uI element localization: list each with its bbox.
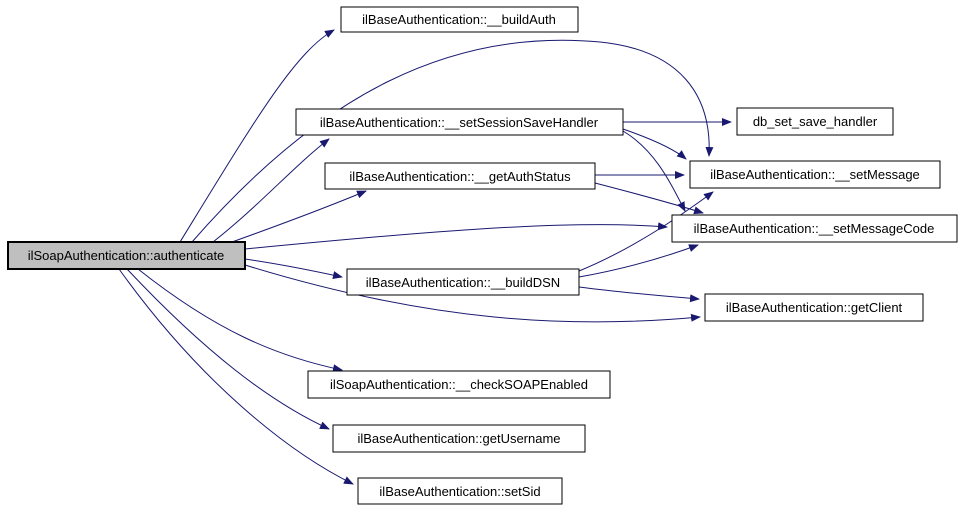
node-box-buildAuth[interactable] — [340, 6, 579, 33]
node-label-buildDSN: ilBaseAuthentication::__buildDSN — [366, 275, 560, 290]
node-box-db_set_save_handler[interactable] — [736, 107, 894, 136]
edge-authenticate-getUsername — [126, 268, 330, 430]
node-buildAuth[interactable]: ilBaseAuthentication::__buildAuth — [340, 6, 579, 33]
edge-buildDSN-setMessageCode — [578, 244, 699, 278]
node-box-setMessage[interactable] — [689, 160, 941, 189]
node-label-setMessageCode: ilBaseAuthentication::__setMessageCode — [694, 221, 935, 236]
node-box-buildDSN[interactable] — [346, 268, 580, 296]
node-box-setSid[interactable] — [357, 477, 563, 505]
node-label-getUsername: ilBaseAuthentication::getUsername — [357, 431, 560, 446]
node-label-setSessionSaveHandler: ilBaseAuthentication::__setSessionSaveHa… — [320, 115, 599, 130]
edge-authenticate-setSessionSaveHandler — [212, 138, 330, 243]
edge-authenticate-setSid — [118, 268, 354, 485]
node-getClient[interactable]: ilBaseAuthentication::getClient — [704, 293, 924, 322]
edge-authenticate-checkSOAPEnabled — [137, 268, 343, 373]
node-label-db_set_save_handler: db_set_save_handler — [753, 114, 878, 129]
node-buildDSN[interactable]: ilBaseAuthentication::__buildDSN — [346, 268, 580, 296]
edge-setSessionSaveHandler-setMessageCode — [622, 130, 686, 212]
edge-setSessionSaveHandler-setMessage — [622, 128, 687, 160]
node-box-setMessageCode[interactable] — [671, 214, 958, 243]
edge-authenticate-getAuthStatus — [231, 190, 367, 243]
node-label-setSid: ilBaseAuthentication::setSid — [379, 484, 540, 499]
edge-getAuthStatus-setMessageCode — [594, 182, 704, 215]
edge-authenticate-buildDSN — [244, 258, 343, 279]
edge-authenticate-getClient — [244, 264, 701, 323]
node-setSessionSaveHandler[interactable]: ilBaseAuthentication::__setSessionSaveHa… — [295, 108, 624, 136]
node-label-getAuthStatus: ilBaseAuthentication::__getAuthStatus — [349, 169, 571, 184]
node-box-getUsername[interactable] — [332, 424, 586, 453]
edge-authenticate-setMessage — [191, 39, 714, 243]
node-authenticate: ilSoapAuthentication::authenticate — [7, 241, 246, 270]
node-label-setMessage: ilBaseAuthentication::__setMessage — [710, 167, 920, 182]
node-label-buildAuth: ilBaseAuthentication::__buildAuth — [362, 12, 556, 27]
node-box-setSessionSaveHandler[interactable] — [295, 108, 624, 136]
edge-authenticate-buildAuth — [179, 29, 335, 243]
node-checkSOAPEnabled[interactable]: ilSoapAuthentication::__checkSOAPEnabled — [307, 370, 611, 399]
edge-buildDSN-getClient — [578, 286, 700, 303]
node-box-getClient[interactable] — [704, 293, 924, 322]
node-db_set_save_handler[interactable]: db_set_save_handler — [736, 107, 894, 136]
node-setMessage[interactable]: ilBaseAuthentication::__setMessage — [689, 160, 941, 189]
node-label-checkSOAPEnabled: ilSoapAuthentication::__checkSOAPEnabled — [330, 377, 588, 392]
node-box-checkSOAPEnabled[interactable] — [307, 370, 611, 399]
node-getAuthStatus[interactable]: ilBaseAuthentication::__getAuthStatus — [324, 162, 596, 190]
node-setMessageCode[interactable]: ilBaseAuthentication::__setMessageCode — [671, 214, 958, 243]
node-getUsername[interactable]: ilBaseAuthentication::getUsername — [332, 424, 586, 453]
node-label-getClient: ilBaseAuthentication::getClient — [726, 300, 903, 315]
edge-authenticate-setMessageCode — [244, 222, 668, 250]
node-box-authenticate — [7, 241, 246, 270]
node-box-getAuthStatus[interactable] — [324, 162, 596, 190]
edges — [118, 29, 732, 485]
node-label-authenticate: ilSoapAuthentication::authenticate — [28, 248, 225, 263]
edge-buildDSN-setMessage — [578, 191, 714, 272]
node-setSid[interactable]: ilBaseAuthentication::setSid — [357, 477, 563, 505]
